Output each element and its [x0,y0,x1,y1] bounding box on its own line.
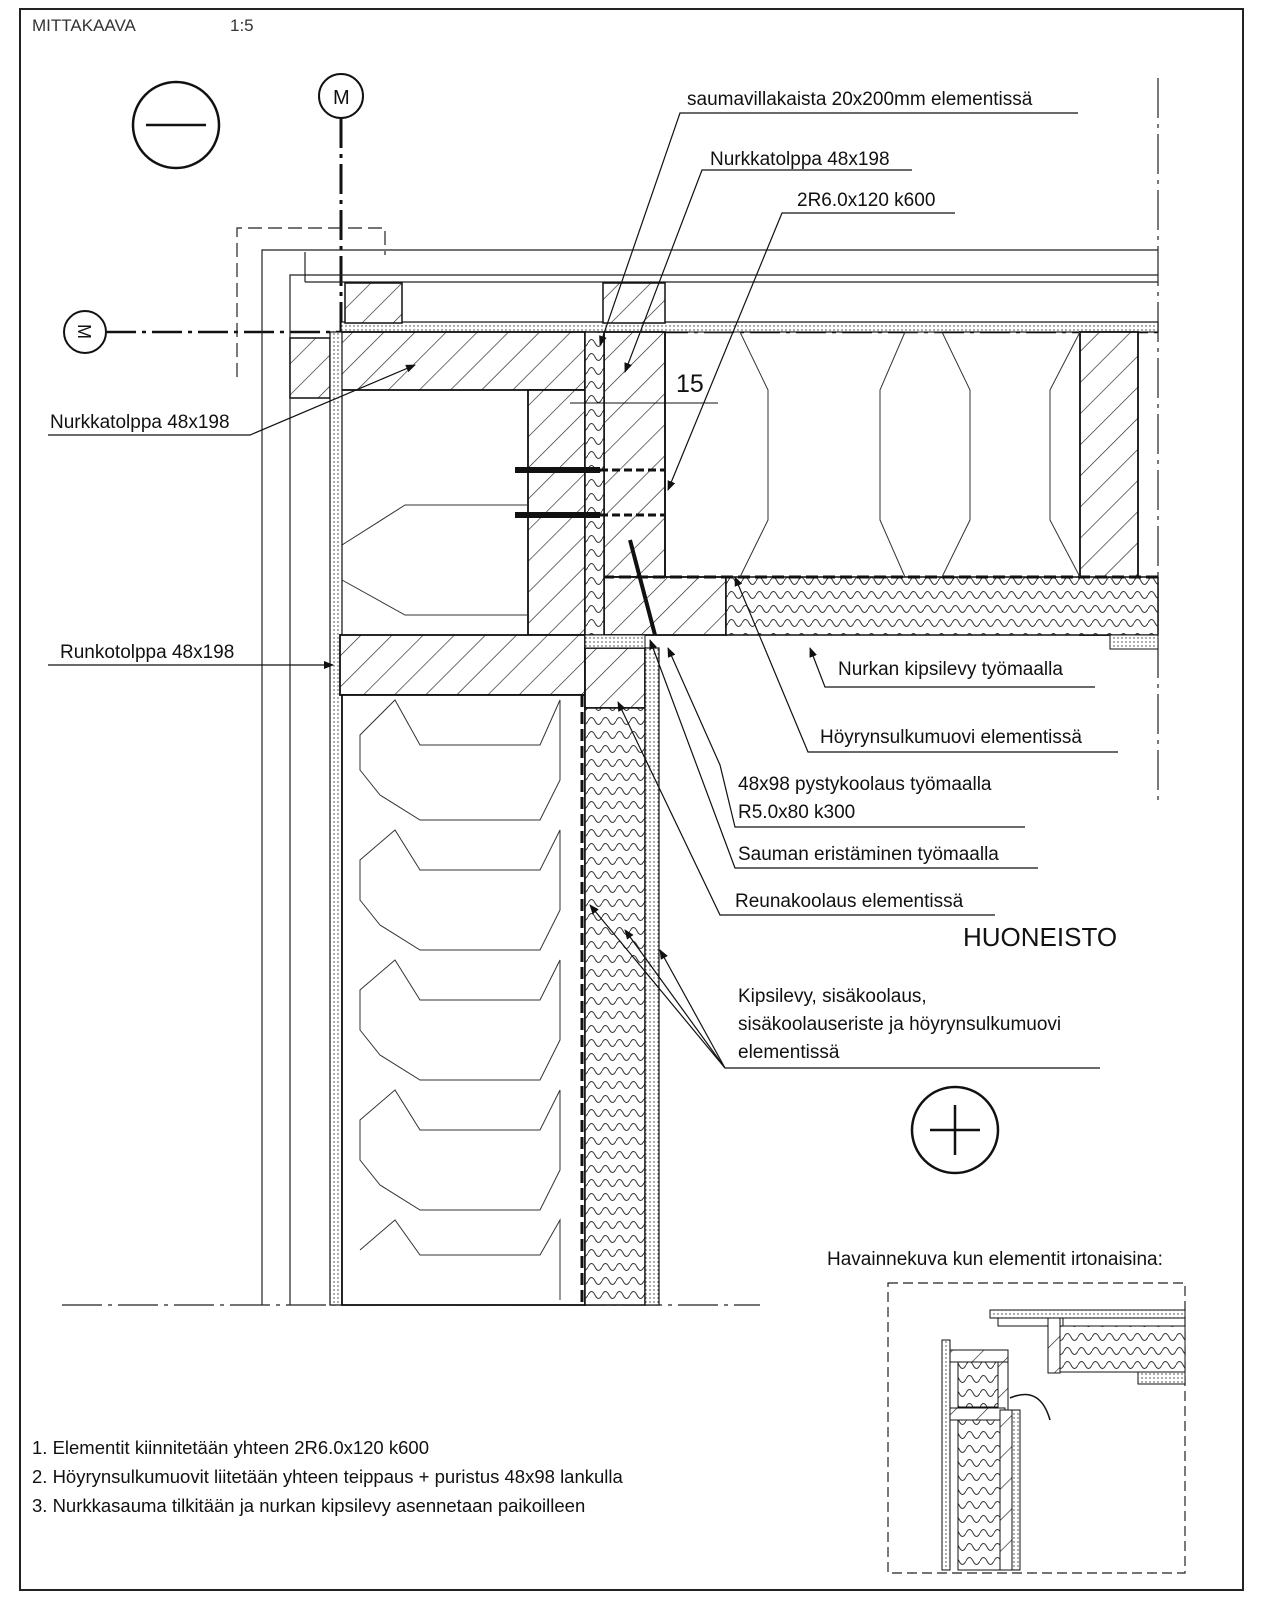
axis-top-label: M [333,87,350,109]
scale-value: 1:5 [230,16,254,35]
note-3: 3. Nurkkasauma tilkitään ja nurkan kipsi… [32,1495,585,1516]
screws [515,467,665,636]
inset-title: Havainnekuva kun elementit irtonaisina: [827,1249,1163,1270]
label-kipsilevy-1: Kipsilevy, sisäkoolaus, [738,986,927,1007]
label-screws: 2R6.0x120 k600 [797,190,935,211]
label-kipsilevy-2: sisäkoolauseriste ja höyrynsulkumuovi [738,1014,1061,1035]
inset-drawing [887,1282,1186,1574]
label-kipsilevy-corner: Nurkan kipsilevy työmaalla [838,659,1063,680]
label-saumavillakaista: saumavillakaista 20x200mm elementissä [687,89,1033,110]
label-reunakoolaus: Reunakoolaus elementissä [735,891,964,912]
label-sauman-eristaminen: Sauman eristäminen työmaalla [738,844,999,865]
scale-label: MITTAKAAVA [32,16,137,35]
label-nurkkatolppa-left: Nurkkatolppa 48x198 [50,412,230,433]
label-hoyrynsulku: Höyrynsulkumuovi elementissä [820,727,1082,748]
joint-wool-strip [584,331,605,636]
axis-left-label: M [74,324,94,339]
vertical-wall-element [329,331,660,1306]
label-runkotolppa: Runkotolppa 48x198 [60,642,234,663]
leaders [48,112,1118,1069]
room-label: HUONEISTO [963,922,1117,952]
dimension-15: 15 [676,370,704,398]
label-pystykoolaus-2: R5.0x80 k300 [738,802,855,823]
note-1: 1. Elementit kiinnitetään yhteen 2R6.0x1… [32,1437,429,1458]
minus-symbol [131,80,221,170]
horizontal-element [289,282,1159,650]
label-pystykoolaus-1: 48x98 pystykoolaus työmaalla [738,774,992,795]
note-2: 2. Höyrynsulkumuovit liitetään yhteen te… [32,1466,624,1487]
label-kipsilevy-3: elementissä [738,1042,840,1063]
drawing-frame [19,8,1244,1591]
label-nurkkatolppa-top: Nurkkatolppa 48x198 [710,149,890,170]
joint-dimension: 15 [570,370,718,404]
plus-symbol [910,1085,1000,1175]
